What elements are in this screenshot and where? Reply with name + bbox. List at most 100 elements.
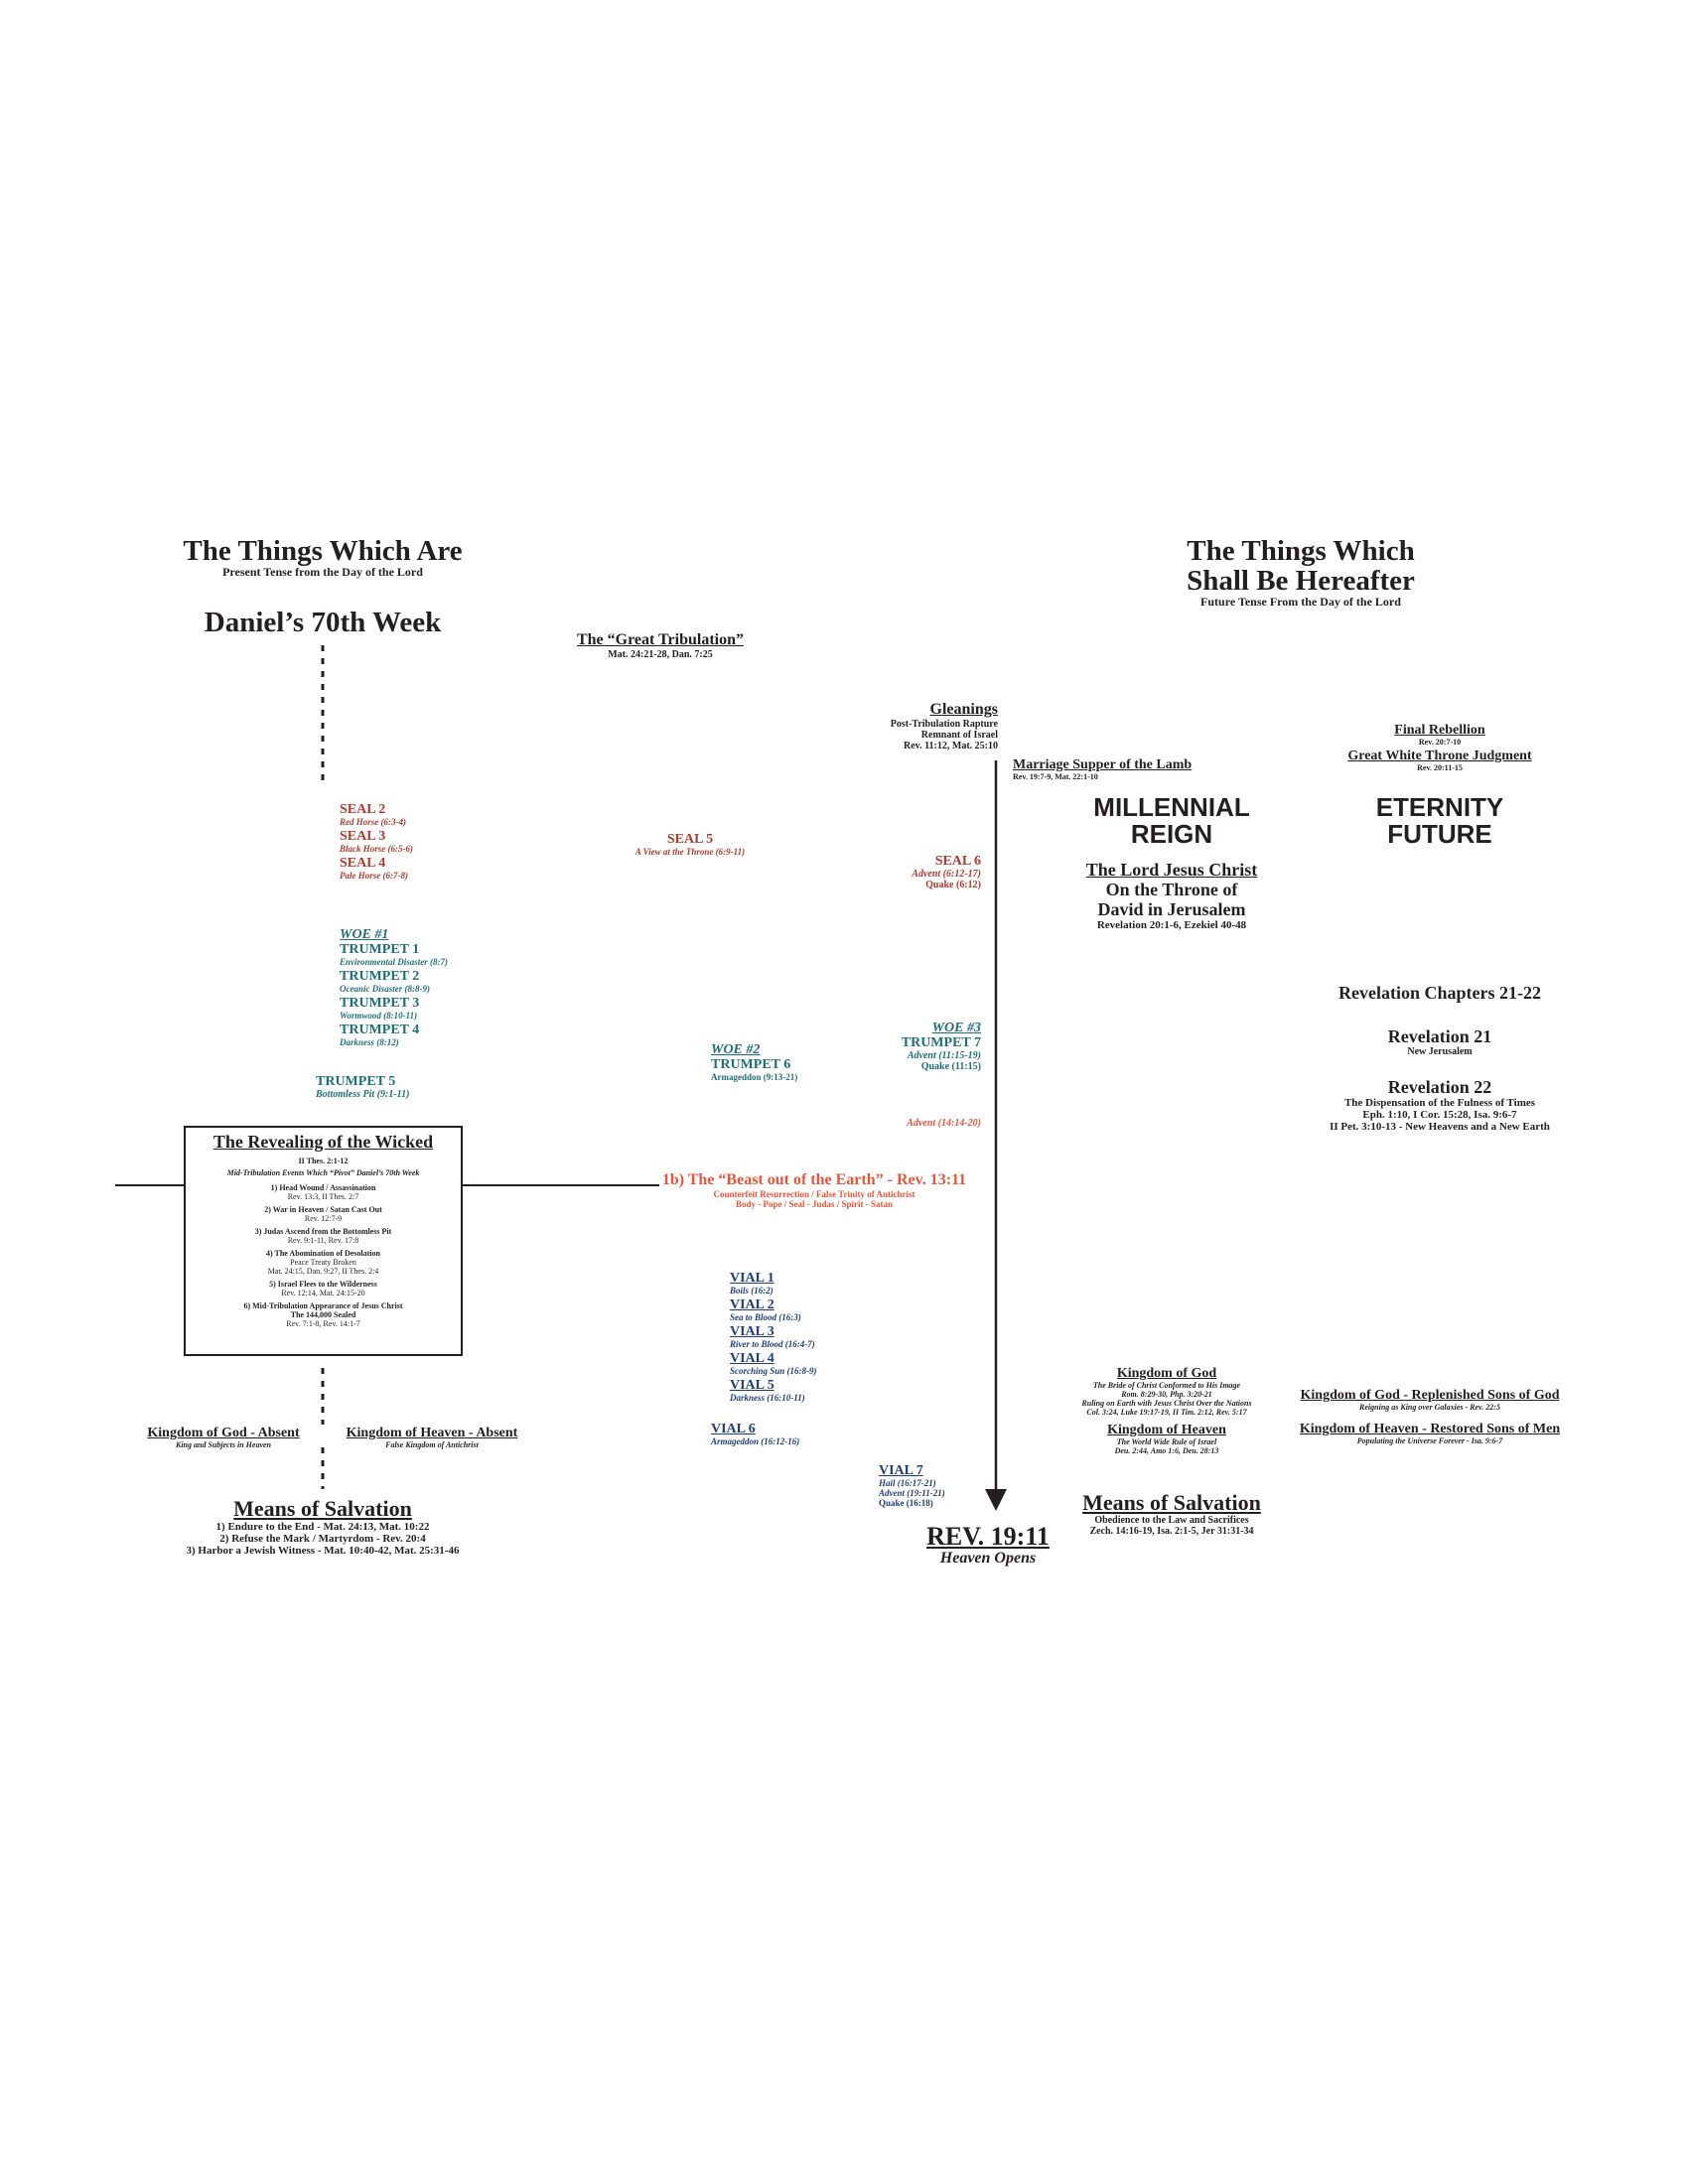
trumpet-5-sub: Bottomless Pit (9:1-11) — [316, 1089, 410, 1100]
revealing-item-3: 3) Judas Ascend from the Bottomless Pit … — [186, 1227, 461, 1245]
trumpet-4: TRUMPET 4 Darkness (8:12) — [340, 1023, 558, 1047]
trumpet-5-title: TRUMPET 5 — [316, 1074, 396, 1089]
gleanings: Gleanings Post-Tribulation Rapture Remna… — [814, 701, 998, 751]
eternity-future: ETERNITY FUTURE — [1321, 794, 1559, 848]
left-header-title: The Things Which Are — [183, 535, 463, 567]
great-tribulation-title: The “Great Tribulation” — [576, 631, 744, 648]
seal-5: SEAL 5 A View at the Throne (6:9-11) — [586, 832, 794, 857]
revealing-item-6-refs2: Rev. 7:1-8, Rev. 14:1-7 — [286, 1319, 360, 1328]
right-header-title-2: Shall Be Hereafter — [1187, 565, 1415, 597]
salvation-left-item-3: 3) Harbor a Jewish Witness - Mat. 10:40-… — [186, 1545, 460, 1557]
great-tribulation: The “Great Tribulation” Mat. 24:21-28, D… — [536, 631, 784, 660]
woe-2-title: WOE #2 — [711, 1042, 761, 1057]
seal-5-title: SEAL 5 — [666, 832, 714, 847]
seal-6-sub2: Quake (6:12) — [925, 880, 981, 890]
revealing-item-5: 5) Israel Flees to the Wilderness Rev. 1… — [186, 1280, 461, 1297]
kingdom-heaven-mid-title: Kingdom of Heaven — [1107, 1423, 1226, 1437]
vial-3-sub: River to Blood (16:4-7) — [730, 1339, 815, 1349]
seal-6: SEAL 6 Advent (6:12-17) Quake (6:12) — [834, 854, 981, 890]
vial-5: VIAL 5 Darkness (16:10-11) — [730, 1378, 909, 1403]
final-rebellion-title: Final Rebellion — [1394, 723, 1485, 738]
trumpet-3-sub: Wormwood (8:10-11) — [340, 1011, 418, 1021]
left-header-subtitle: Present Tense from the Day of the Lord — [222, 565, 423, 579]
rev22-title: Revelation 22 — [1387, 1077, 1492, 1097]
arrow-head — [985, 1489, 1007, 1511]
salvation-left-item-2: 2) Refuse the Mark / Martyrdom - Rev. 20… — [219, 1533, 426, 1545]
vial-5-sub: Darkness (16:10-11) — [730, 1393, 805, 1403]
kingdom-god-right-title: Kingdom of God - Replenished Sons of God — [1300, 1388, 1560, 1403]
vial-6: VIAL 6 Armageddon (16:12-16) — [711, 1422, 900, 1446]
trumpet-2-title: TRUMPET 2 — [340, 969, 420, 984]
salvation-right-title: Means of Salvation — [1082, 1490, 1261, 1515]
rev22-line2: Eph. 1:10, I Cor. 15:28, Isa. 9:6-7 — [1362, 1109, 1517, 1121]
revealing-item-4-refs: Peace Treaty Broken — [290, 1258, 356, 1267]
millennial-reign: MILLENNIAL REIGN The Lord Jesus Christ O… — [1053, 794, 1291, 932]
trumpet-1-sub: Environmental Disaster (8:7) — [340, 957, 449, 967]
revealing-item-4-title: 4) The Abomination of Desolation — [266, 1249, 380, 1258]
woe-3-title: WOE #3 — [931, 1021, 981, 1035]
revealing-item-3-title: 3) Judas Ascend from the Bottomless Pit — [254, 1227, 392, 1236]
gleanings-title: Gleanings — [929, 701, 998, 718]
rev-chapters-title: Revelation Chapters 21-22 — [1338, 983, 1541, 1003]
trumpet-4-title: TRUMPET 4 — [340, 1023, 420, 1037]
revealing-item-1-refs: Rev. 13:3, II Thes. 2:7 — [287, 1192, 359, 1201]
vial-7: VIAL 7 Hail (16:17-21) Advent (19:11-21)… — [879, 1463, 988, 1508]
revealing-item-2-title: 2) War in Heaven / Satan Cast Out — [264, 1205, 382, 1214]
kingdom-heaven-mid-line1: The World Wide Rule of Israel — [1116, 1437, 1217, 1446]
revealing-item-6-title: 6) Mid-Tribulation Appearance of Jesus C… — [243, 1301, 403, 1310]
seal-4: SEAL 4 Pale Horse (6:7-8) — [340, 856, 538, 881]
woe-3-group: WOE #3 TRUMPET 7 Advent (11:15-19) Quake… — [824, 1021, 981, 1072]
kingdom-god-mid-line4: Col. 3:24, Luke 19:17-19, II Tim. 2:12, … — [1086, 1408, 1247, 1417]
seal-3: SEAL 3 Black Horse (6:5-6) — [340, 829, 538, 854]
gleanings-line1: Post-Tribulation Rapture — [890, 719, 998, 730]
seal-4-sub: Pale Horse (6:7-8) — [340, 871, 408, 881]
revealing-title: The Revealing of the Wicked — [212, 1132, 434, 1152]
vials-group: VIAL 1 Boils (16:2) VIAL 2 Sea to Blood … — [730, 1271, 909, 1403]
trumpet-3-title: TRUMPET 3 — [340, 996, 420, 1011]
kingdom-god-left-title: Kingdom of God - Absent — [147, 1426, 300, 1440]
kingdom-heaven-left-sub: False Kingdom of Antichrist — [385, 1440, 479, 1449]
trumpet-1-title: TRUMPET 1 — [340, 942, 420, 957]
vial-5-title: VIAL 5 — [730, 1378, 774, 1393]
rev-19-11-sub: Heaven Opens — [939, 1550, 1037, 1567]
kingdom-god-left: Kingdom of God - Absent King and Subject… — [119, 1426, 328, 1449]
rev-19-11-title: REV. 19:11 — [926, 1522, 1050, 1551]
trumpet-7-title: TRUMPET 7 — [901, 1035, 981, 1050]
right-header: The Things Which Shall Be Hereafter Futu… — [1152, 536, 1450, 609]
kingdom-god-mid-line2: Rom. 8:29-30, Php. 3:20-21 — [1121, 1390, 1212, 1399]
seal-6-title: SEAL 6 — [934, 854, 981, 869]
marriage-supper-refs: Rev. 19:7-9, Mat. 22:1-10 — [1013, 772, 1098, 781]
revealing-refs: II Thes. 2:1-12 — [298, 1157, 349, 1165]
week-title: Daniel’s 70th Week — [204, 607, 442, 638]
revealing-item-6: 6) Mid-Tribulation Appearance of Jesus C… — [186, 1301, 461, 1328]
kingdom-heaven-right: Kingdom of Heaven - Restored Sons of Men… — [1281, 1422, 1579, 1445]
vial-7-sub2: Advent (19:11-21) — [879, 1488, 945, 1498]
woe-2-group: WOE #2 TRUMPET 6 Armageddon (9:13-21) — [711, 1042, 890, 1082]
revealing-item-2: 2) War in Heaven / Satan Cast Out Rev. 1… — [186, 1205, 461, 1223]
vial-3-title: VIAL 3 — [730, 1324, 774, 1339]
vial-6-title: VIAL 6 — [711, 1422, 756, 1436]
kingdom-god-mid-line3: Ruling on Earth with Jesus Christ Over t… — [1081, 1399, 1252, 1408]
seal-4-title: SEAL 4 — [340, 856, 386, 871]
revealing-item-3-refs: Rev. 9:1-11, Rev. 17:8 — [287, 1236, 359, 1245]
kingdom-heaven-left: Kingdom of Heaven - Absent False Kingdom… — [328, 1426, 536, 1449]
seal-5-sub: A View at the Throne (6:9-11) — [634, 847, 746, 857]
vial-1-sub: Boils (16:2) — [730, 1286, 774, 1296]
revealing-item-2-refs: Rev. 12:7-9 — [304, 1214, 343, 1223]
seal-2-title: SEAL 2 — [340, 802, 386, 817]
rev-19-11: REV. 19:11 Heaven Opens — [889, 1523, 1087, 1568]
salvation-right-line2: Zech. 14:16-19, Isa. 2:1-5, Jer 31:31-34 — [1089, 1526, 1254, 1537]
trumpet-7-sub1: Advent (11:15-19) — [907, 1050, 981, 1061]
seal-6-sub1: Advent (6:12-17) — [912, 869, 981, 880]
rev22-line1: The Dispensation of the Fulness of Times — [1343, 1097, 1536, 1109]
revealing-item-4: 4) The Abomination of Desolation Peace T… — [186, 1249, 461, 1276]
revealing-item-4-refs2: Mat. 24:15, Dan. 9:27, II Thes. 2:4 — [267, 1267, 379, 1276]
seals-left: SEAL 2 Red Horse (6:3-4) SEAL 3 Black Ho… — [340, 802, 538, 881]
millennial-sub-line2: David in Jerusalem — [1097, 899, 1246, 919]
millennial-refs: Revelation 20:1-6, Ezekiel 40-48 — [1096, 919, 1247, 931]
kingdom-heaven-mid-line2: Deu. 2:44, Amo 1:6, Deu. 28:13 — [1114, 1446, 1219, 1455]
rev22-line3: II Pet. 3:10-13 - New Heavens and a New … — [1330, 1121, 1550, 1133]
revealing-box: The Revealing of the Wicked II Thes. 2:1… — [184, 1126, 463, 1356]
millennial-line2: REIGN — [1130, 819, 1213, 849]
vial-2-title: VIAL 2 — [730, 1297, 774, 1312]
